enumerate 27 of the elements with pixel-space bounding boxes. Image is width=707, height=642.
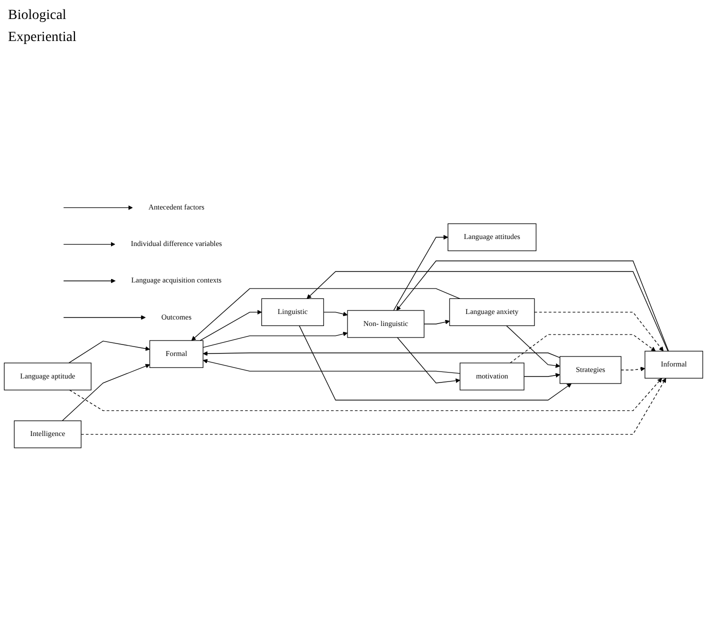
arrow: [323, 312, 348, 316]
arrow: [393, 234, 448, 311]
arrow: [69, 378, 662, 412]
arrow: [68, 340, 150, 364]
arrow: [396, 337, 460, 384]
arrow: [63, 315, 146, 320]
arrow: [200, 310, 262, 341]
arrow: [510, 334, 656, 364]
arrow: [202, 351, 560, 358]
arrow: [620, 366, 646, 372]
arrow: [202, 332, 348, 348]
arrow: [63, 242, 116, 247]
arrow: [191, 288, 460, 341]
arrow: [524, 373, 560, 378]
arrow: [306, 271, 668, 352]
arrow: [298, 325, 572, 400]
arrow: [80, 378, 666, 435]
side-label: Experiential: [8, 30, 76, 46]
arrow: [62, 364, 150, 422]
arrow: [63, 205, 133, 210]
arrow: [534, 312, 664, 352]
arrow: [506, 325, 560, 368]
arrow: [202, 358, 460, 374]
arrow: [424, 320, 450, 324]
arrow: [63, 278, 116, 284]
side-label: Biological: [8, 8, 68, 24]
arrow: [396, 260, 669, 352]
